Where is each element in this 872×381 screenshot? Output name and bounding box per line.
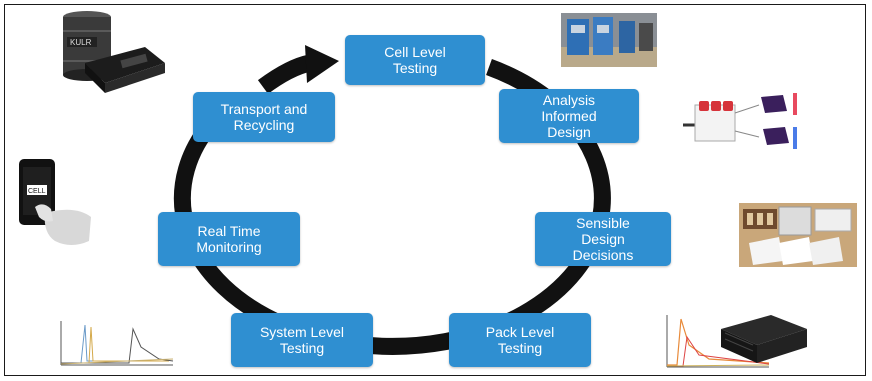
step-analysis-informed-design: Analysis Informed Design: [499, 89, 639, 143]
system-test-chart-thumbnail: [49, 317, 177, 373]
step-real-time-monitoring: Real Time Monitoring: [158, 212, 300, 266]
phone-logo-text: CELL: [28, 188, 46, 195]
diagram-frame: Cell Level Testing Analysis Informed Des…: [4, 4, 866, 376]
step-cell-level-testing: Cell Level Testing: [345, 35, 485, 85]
cell-simulation-graphic: [683, 91, 811, 157]
pack-test-chart-with-device: [659, 309, 809, 375]
step-system-level-testing: System Level Testing: [231, 313, 373, 367]
phone-in-hand-image: CELL: [19, 159, 91, 245]
cycle-arrowhead-icon: [305, 45, 339, 83]
cycle-ring-tail: [257, 54, 312, 94]
materials-photo: [739, 203, 857, 267]
step-transport-and-recycling: Transport and Recycling: [193, 92, 335, 142]
drum-and-case-image: KULR: [63, 11, 165, 93]
step-sensible-design-decisions: Sensible Design Decisions: [535, 212, 671, 266]
lab-equipment-photo: [561, 13, 657, 67]
step-pack-level-testing: Pack Level Testing: [449, 313, 591, 367]
drum-logo-text: KULR: [70, 38, 92, 47]
